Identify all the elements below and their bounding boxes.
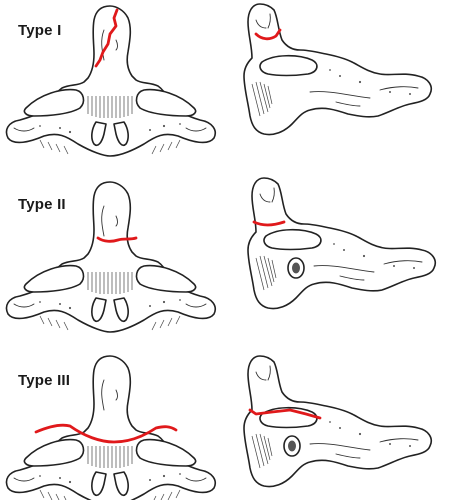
type-1-side-fracture-line bbox=[254, 28, 282, 41]
type-1-label: Type I bbox=[18, 22, 62, 39]
type-2-front-fracture-line bbox=[96, 236, 138, 243]
type-1-front-vertebra bbox=[5, 5, 217, 157]
type-3-label: Type III bbox=[18, 372, 71, 389]
type-2-side-fracture-line bbox=[252, 220, 286, 227]
type-3-side-vertebra bbox=[244, 356, 431, 487]
type-1-front-fracture-line bbox=[94, 8, 119, 68]
type-2-label: Type II bbox=[18, 196, 66, 213]
type-2-side-vertebra bbox=[248, 178, 435, 309]
type-3-side-fracture-line bbox=[248, 408, 322, 420]
type-3-front-vertebra bbox=[5, 355, 217, 500]
type-1-side-vertebra bbox=[243, 3, 433, 136]
type-2-front-vertebra bbox=[5, 181, 217, 333]
type-3-front-fracture-line bbox=[34, 423, 178, 444]
